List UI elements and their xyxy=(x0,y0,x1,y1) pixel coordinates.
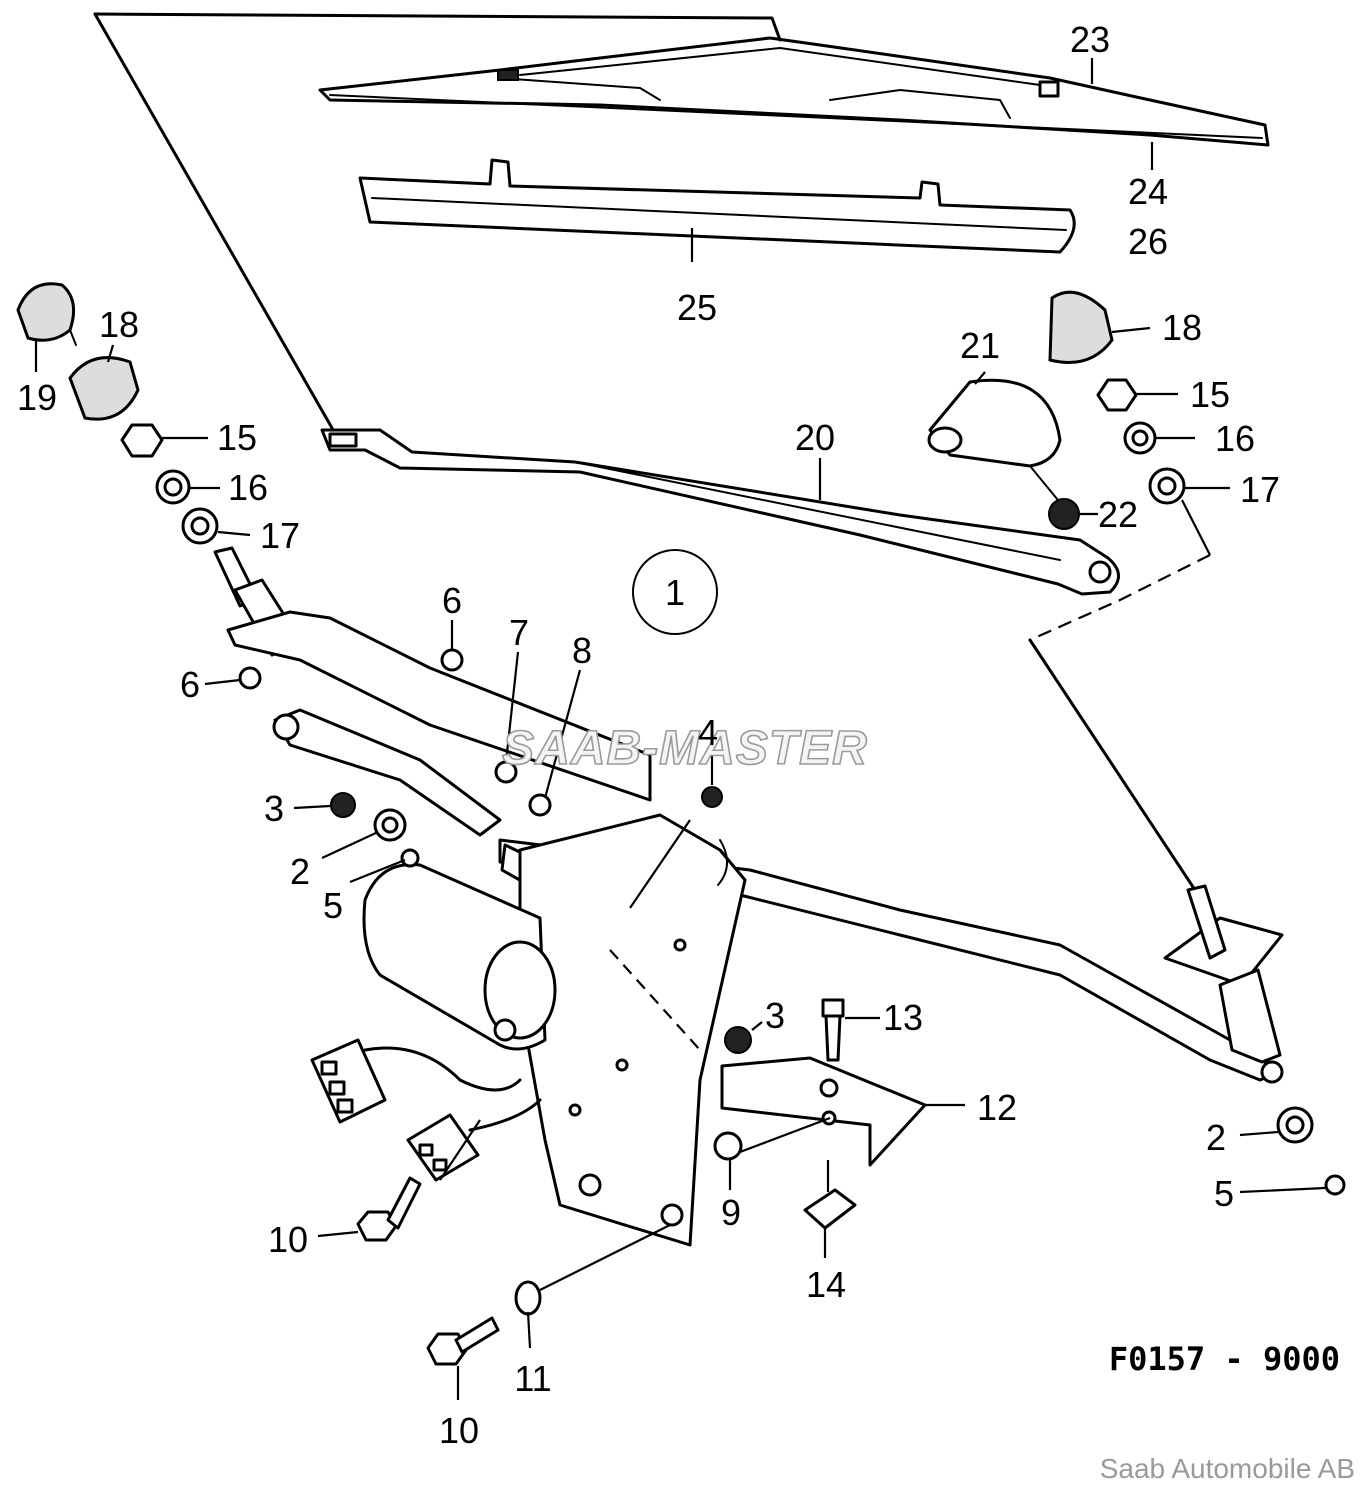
assembly-number-badge: 1 xyxy=(632,549,718,635)
callout-9: 9 xyxy=(721,1192,741,1233)
arm-nut-22 xyxy=(1048,498,1080,530)
callout-14: 14 xyxy=(806,1264,846,1305)
callout-23: 23 xyxy=(1070,19,1110,60)
callout-18-right: 18 xyxy=(1162,307,1202,348)
left-spindle-stack xyxy=(16,282,219,545)
callout-22: 22 xyxy=(1098,494,1138,535)
callout-6-top: 6 xyxy=(442,580,462,621)
callout-11: 11 xyxy=(514,1358,551,1399)
callout-19: 19 xyxy=(17,377,57,418)
callout-15-right: 15 xyxy=(1190,374,1230,415)
callout-16-left: 16 xyxy=(228,467,268,508)
callout-16-right: 16 xyxy=(1215,418,1255,459)
callout-5-left: 5 xyxy=(323,885,343,926)
callout-labels: 23 24 26 25 18 19 15 16 17 21 18 15 16 1… xyxy=(17,19,1280,1451)
drawing-code: F0157 - 9000 xyxy=(1109,1340,1340,1378)
hardware xyxy=(238,648,1346,1366)
motor-wiring xyxy=(310,1038,542,1182)
callout-3-left: 3 xyxy=(264,788,284,829)
right-spindle-stack xyxy=(1048,290,1211,556)
callout-7: 7 xyxy=(509,612,529,653)
wiper-spoiler xyxy=(358,158,1076,254)
callout-13: 13 xyxy=(883,997,923,1038)
callout-10-lower: 10 xyxy=(439,1410,479,1451)
wiper-blade xyxy=(318,36,1270,147)
assembly-number: 1 xyxy=(665,572,685,613)
watermark: SAAB-MASTER xyxy=(502,722,868,775)
callout-26: 26 xyxy=(1128,221,1168,262)
callout-10-upper: 10 xyxy=(268,1219,308,1260)
callout-20: 20 xyxy=(795,417,835,458)
callout-25: 25 xyxy=(677,287,717,328)
callout-2-right: 2 xyxy=(1206,1117,1226,1158)
copyright-credit: Saab Automobile AB xyxy=(1100,1453,1355,1484)
callout-21: 21 xyxy=(960,325,1000,366)
callout-4: 4 xyxy=(698,712,718,753)
leader-lines xyxy=(34,58,1326,1400)
callout-18-left: 18 xyxy=(99,304,139,345)
arm-cover xyxy=(927,378,1063,506)
callout-5-right: 5 xyxy=(1214,1173,1234,1214)
callout-8: 8 xyxy=(572,630,592,671)
wiper-linkage-assembly xyxy=(213,546,1284,1247)
callout-17-left: 17 xyxy=(260,515,300,556)
callout-2-left: 2 xyxy=(290,851,310,892)
callout-17-right: 17 xyxy=(1240,469,1280,510)
callout-6-left: 6 xyxy=(180,664,200,705)
callout-24: 24 xyxy=(1128,171,1168,212)
callout-3-right: 3 xyxy=(765,995,785,1036)
callout-12: 12 xyxy=(977,1087,1017,1128)
callout-15-left: 15 xyxy=(217,417,257,458)
wiper-arm xyxy=(93,12,1120,596)
